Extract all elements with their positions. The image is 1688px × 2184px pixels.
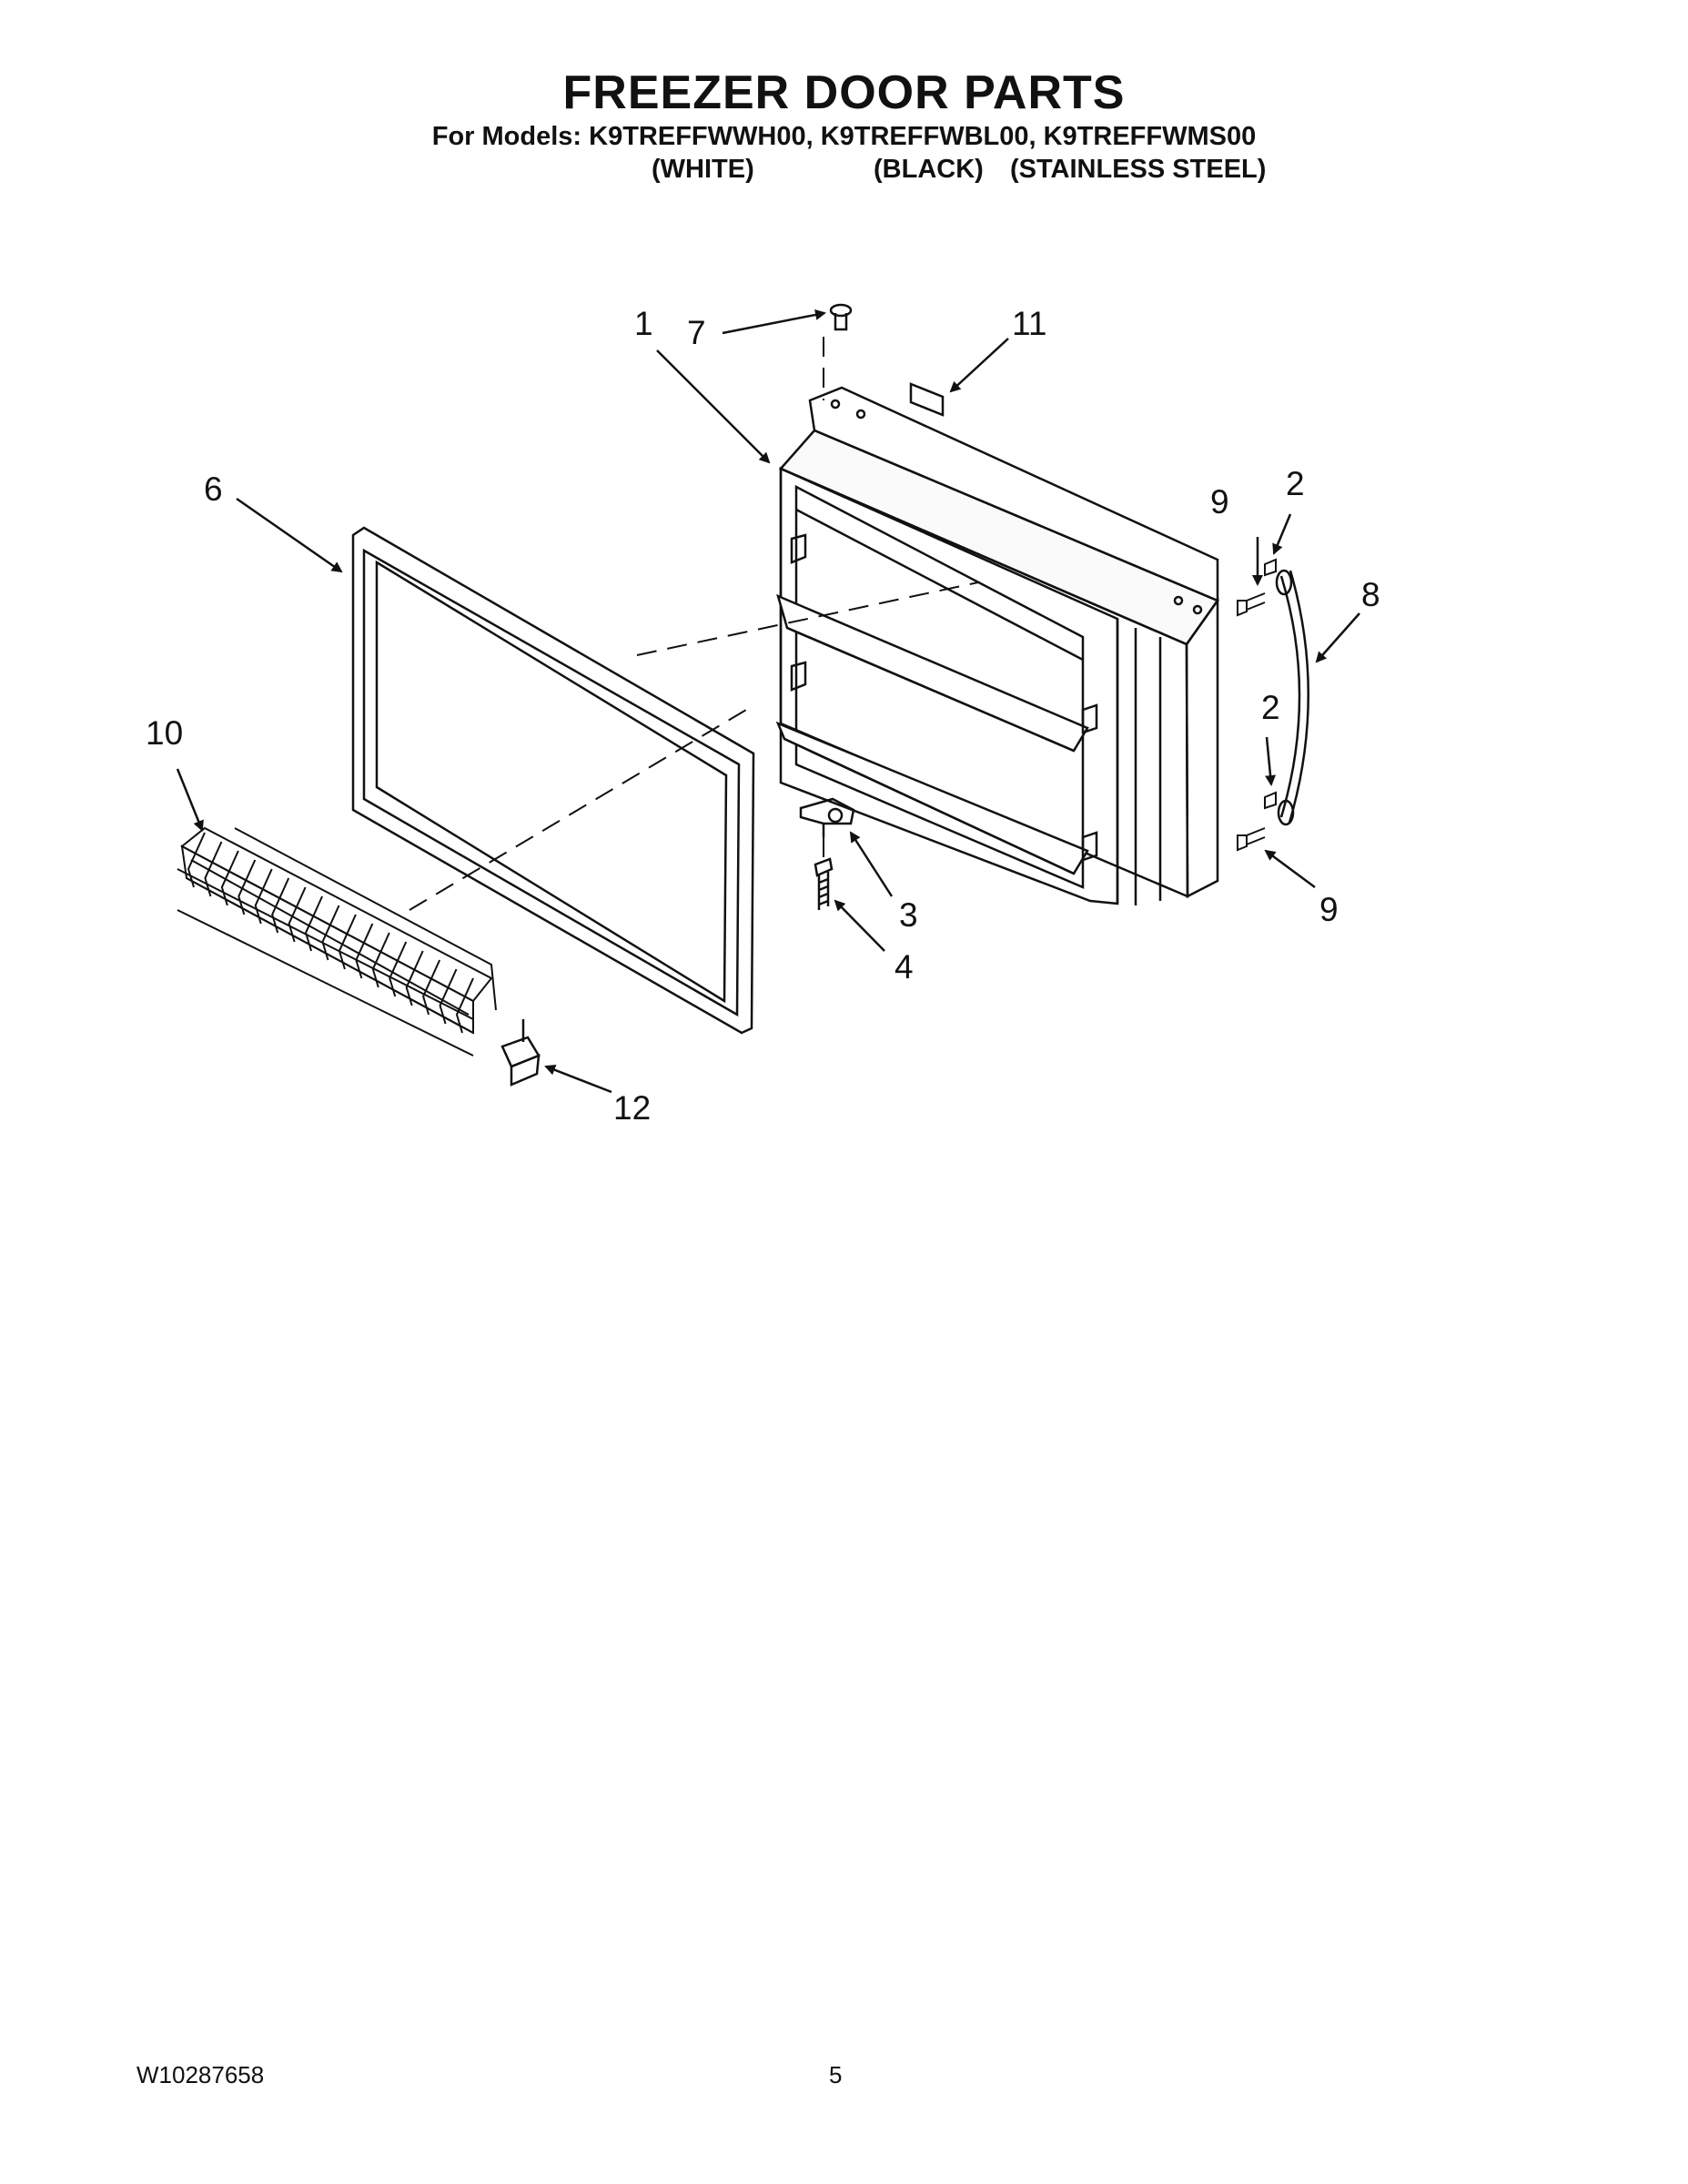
page-number: 5: [829, 2061, 843, 2088]
callout-7: 7: [687, 314, 706, 351]
basket-wire: [254, 868, 273, 925]
document-number: W10287658: [136, 2061, 265, 2088]
callout-3: 3: [899, 896, 918, 934]
models-line: For Models: K9TREFFWWH00, K9TREFFWBL00, …: [431, 122, 1257, 151]
handle-fasteners: [1237, 558, 1277, 852]
color-black: (BLACK): [874, 155, 984, 184]
basket-wire: [321, 905, 340, 961]
callout-6: 6: [204, 470, 223, 508]
callout-10: 10: [146, 714, 183, 752]
leader-4: [834, 899, 885, 952]
leader-12: [544, 1065, 612, 1094]
wire-basket-part: [177, 826, 497, 1057]
color-stainless-steel: (STAINLESS STEEL): [1010, 155, 1267, 184]
basket-wire: [355, 923, 374, 979]
basket-wire: [371, 932, 390, 988]
label-part: [909, 382, 945, 417]
basket-wire: [288, 886, 307, 943]
basket-wire: [238, 859, 257, 915]
leader-11: [949, 338, 1009, 393]
basket-wire: [271, 877, 290, 934]
basket-wire: [304, 895, 323, 952]
callout-9-top: 9: [1210, 483, 1229, 521]
leader-6: [236, 497, 343, 573]
leader-2-bottom: [1265, 736, 1277, 786]
callout-4: 4: [895, 948, 914, 986]
callout-2-bottom: 2: [1261, 689, 1280, 726]
basket-wire: [439, 968, 458, 1025]
basket-wire: [338, 914, 357, 970]
leader-10: [176, 768, 204, 832]
hinge-screw-part: [814, 857, 834, 910]
door-gasket-part: [351, 526, 755, 1035]
leader-7: [722, 309, 826, 335]
color-white: (WHITE): [652, 155, 754, 184]
door-liner-part: [775, 386, 1219, 905]
basket-wire: [220, 850, 239, 906]
basket-wire: [389, 941, 408, 997]
basket-wire: [455, 977, 474, 1034]
page-title: FREEZER DOOR PARTS: [562, 66, 1126, 119]
callout-9-bottom: 9: [1319, 891, 1339, 928]
callout-1: 1: [634, 305, 653, 342]
leader-3: [849, 831, 894, 897]
basket-wire: [405, 950, 424, 1006]
door-handle-part: [1275, 569, 1309, 826]
basket-wire: [187, 832, 206, 888]
alignment-lines: [409, 337, 979, 911]
leader-1: [656, 349, 771, 464]
basket-wire: [422, 959, 441, 1016]
hinge-bracket-part: [799, 797, 855, 837]
callout-11: 11: [1012, 305, 1046, 342]
callout-12: 12: [613, 1089, 651, 1127]
callout-2-top: 2: [1286, 465, 1305, 502]
leader-2-top: [1272, 513, 1292, 555]
clip-part: [500, 1019, 541, 1087]
callout-8: 8: [1361, 576, 1380, 613]
leader-9-bottom: [1264, 849, 1316, 889]
top-screw-part: [829, 303, 853, 331]
basket-wire: [204, 841, 223, 897]
leader-8: [1315, 612, 1360, 663]
